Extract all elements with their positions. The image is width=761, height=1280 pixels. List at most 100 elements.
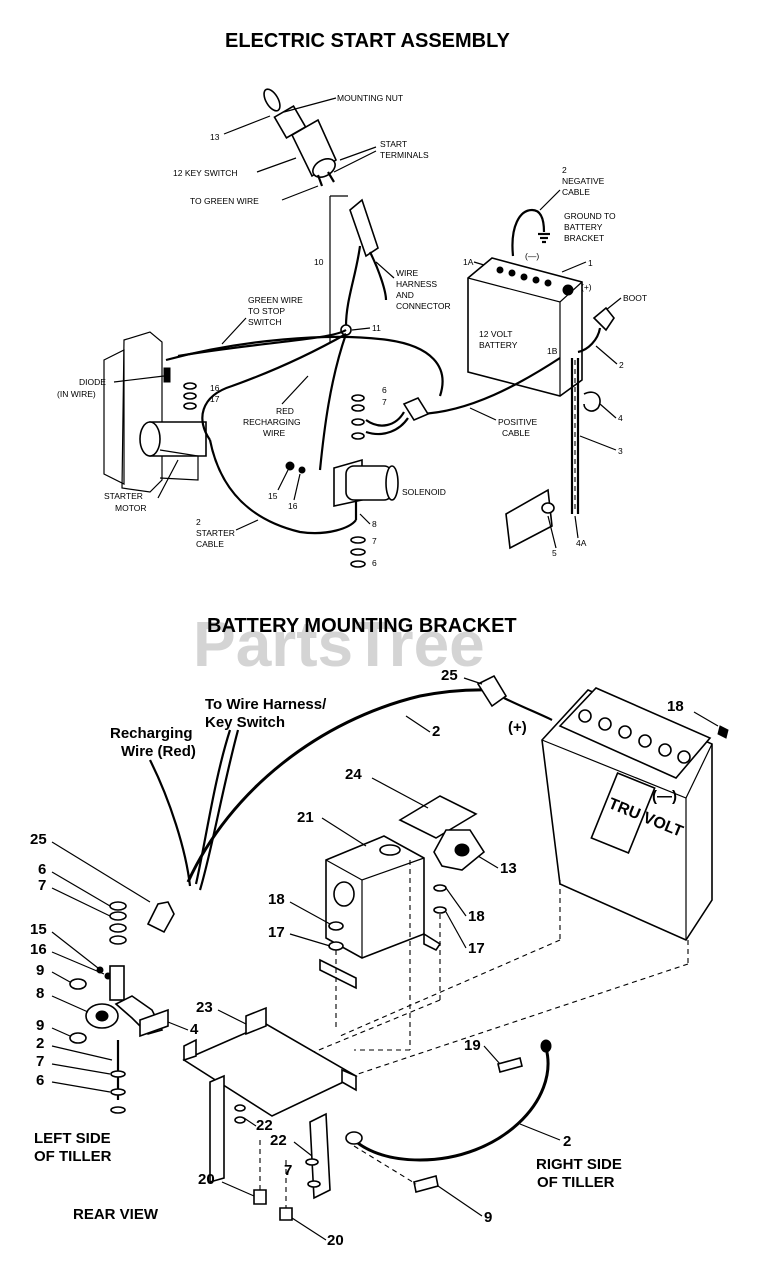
label-harness-2: Key Switch [205,714,285,731]
solenoid [333,458,399,520]
label-17-right: 17 [468,940,485,957]
label-harness-3: AND [396,290,414,300]
label-ground-3: BRACKET [564,233,604,243]
label-neg-2: NEGATIVE [562,176,605,186]
electric-start-assembly: ELECTRIC START ASSEMBLY MOUNTING NUT 13 … [57,30,647,568]
label-to-green-wire: TO GREEN WIRE [190,196,259,206]
label-15: 15 [30,921,47,938]
label-7-bottom: 7 [372,536,377,546]
label-pos-1: POSITIVE [498,417,538,427]
label-harness-4: CONNECTOR [396,301,451,311]
label-25-left: 25 [30,831,47,848]
label-25-top: 25 [441,667,458,684]
label-4a: 4A [576,538,587,548]
label-9-mid: 9 [36,1017,44,1034]
label-1a: 1A [463,257,474,267]
label-5: 5 [552,548,557,558]
label-20-bottom: 20 [327,1232,344,1249]
label-20-left: 20 [198,1171,215,1188]
label-1: 1 [588,258,593,268]
label-plus-top: (+) [581,282,592,292]
label-green-1: GREEN WIRE [248,295,303,305]
label-neg-1: 2 [562,165,567,175]
battery-bottom [541,687,713,942]
label-scab-3: CABLE [196,539,224,549]
label-recharge-1: Recharging [110,725,193,742]
watermark: PartsTree [193,608,485,680]
label-red-3: WIRE [263,428,286,438]
label-harness-1: WIRE [396,268,419,278]
label-boot: BOOT [623,293,647,303]
label-2-left: 2 [36,1035,44,1052]
label-harness-1: To Wire Harness/ [205,696,327,713]
label-4: 4 [618,413,623,423]
label-right-side-2: OF TILLER [537,1174,615,1191]
label-10: 10 [314,257,324,267]
label-6-top: 6 [382,385,387,395]
battery-bracket-title: BATTERY MOUNTING BRACKET [207,615,517,637]
label-diode-2: (IN WIRE) [57,389,96,399]
label-2-right: 2 [563,1133,571,1150]
label-15: 15 [268,491,278,501]
label-17-left: 17 [268,924,285,941]
label-21: 21 [297,809,314,826]
label-16-top: 16 [210,383,220,393]
label-7-left: 7 [36,1053,44,1070]
label-7-top: 7 [382,397,387,407]
label-1b: 1B [547,346,558,356]
terminal-assembly [69,901,175,1114]
label-red-2: RECHARGING [243,417,301,427]
label-18-top: 18 [667,698,684,715]
base-plate [182,1006,358,1200]
label-23: 23 [196,999,213,1016]
label-9-top: 9 [36,962,44,979]
label-18-left: 18 [268,891,285,908]
label-11: 11 [372,323,381,333]
label-starter-1: STARTER [104,491,143,501]
label-scab-1: 2 [196,517,201,527]
wire-harness-connector [344,198,388,327]
label-minus-top: (—) [525,251,539,261]
label-9-bottom: 9 [484,1209,492,1226]
label-2-top: 2 [432,723,440,740]
label-left-side-1: LEFT SIDE [34,1130,111,1147]
label-8: 8 [36,985,44,1002]
label-pos-2: CABLE [502,428,530,438]
electric-start-title: ELECTRIC START ASSEMBLY [225,30,510,52]
battery-top [467,257,583,397]
bracket-21 [319,835,442,990]
label-recharge-2: Wire (Red) [121,743,196,760]
label-plus-bottom: (+) [508,719,527,736]
label-right-side-1: RIGHT SIDE [536,1156,622,1173]
label-rear-view: REAR VIEW [73,1206,159,1223]
label-minus-bottom: (—) [652,788,677,805]
label-17-top: 17 [210,394,220,404]
label-diode-1: DIODE [79,377,106,387]
label-start-2: TERMINALS [380,150,429,160]
label-13: 13 [500,860,517,877]
label-3: 3 [618,446,623,456]
label-13: 13 [210,132,220,142]
label-start-1: START [380,139,407,149]
label-green-3: SWITCH [248,317,282,327]
label-mounting-nut: MOUNTING NUT [337,93,403,103]
label-4: 4 [190,1021,199,1038]
label-19: 19 [464,1037,481,1054]
starter-motor [103,331,207,493]
label-ground-1: GROUND TO [564,211,616,221]
label-24: 24 [345,766,362,783]
label-16: 16 [30,941,47,958]
label-harness-2: HARNESS [396,279,437,289]
label-neg-3: CABLE [562,187,590,197]
label-7-top: 7 [38,877,46,894]
label-scab-2: STARTER [196,528,235,538]
label-22-b: 22 [270,1132,287,1149]
battery-mounting-bracket: BATTERY MOUNTING BRACKET TRU VOLT 18 (—)… [30,615,729,1249]
label-ground-2: BATTERY [564,222,603,232]
label-6-left: 6 [36,1072,44,1089]
label-6-bottom: 6 [372,558,377,568]
label-red-1: RED [276,406,294,416]
label-green-2: TO STOP [248,306,285,316]
label-7-bottom: 7 [284,1162,292,1179]
